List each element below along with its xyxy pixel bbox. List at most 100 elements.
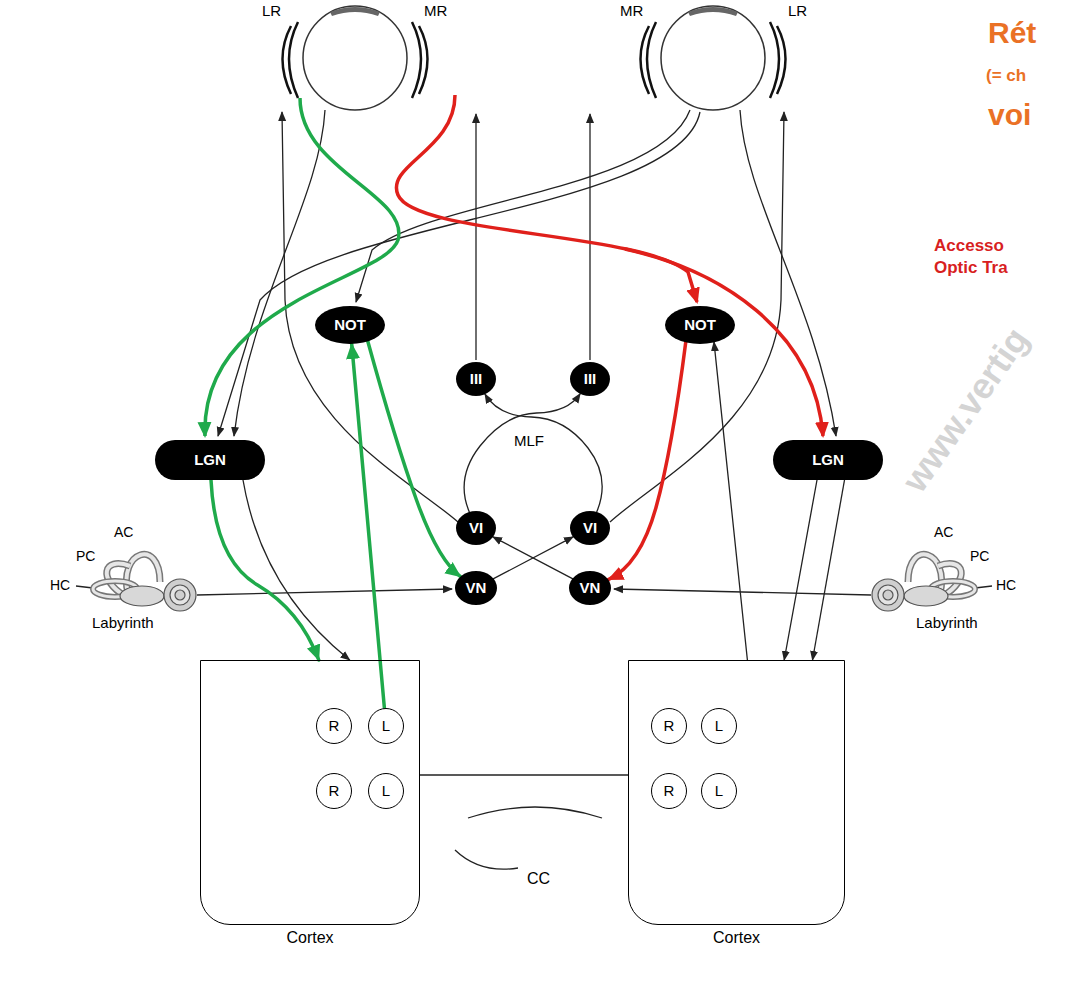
node-label: VN [580, 580, 601, 597]
abducens-fibre [282, 112, 458, 522]
node-label: III [470, 371, 483, 388]
node-label: R [329, 718, 340, 735]
labyrinth-drawing [872, 554, 975, 611]
nerve-fibres [76, 110, 992, 869]
cochlea [170, 585, 190, 605]
node-label: VN [466, 580, 487, 597]
nucleus-ellipse: NOT [315, 306, 385, 344]
subtitle-fragment: Accesso [934, 236, 1004, 256]
nucleus-ellipse: VI [570, 511, 610, 545]
canal-label: HC [50, 577, 70, 593]
pathway-arrow [813, 480, 845, 660]
red-optic-path [625, 249, 823, 436]
node-label: R [664, 783, 675, 800]
node-label: L [715, 783, 723, 800]
muscle-arc [647, 22, 656, 98]
eyeball [661, 6, 765, 110]
muscle-arc [641, 26, 650, 94]
eyeball [303, 6, 407, 110]
node-label: III [584, 371, 597, 388]
node-label: LGN [194, 452, 226, 469]
pathway-arrow [494, 537, 573, 579]
red-optic-path [396, 95, 697, 302]
pathway-arrow [243, 480, 350, 660]
nucleus-ellipse: III [570, 362, 610, 396]
muscle-label: MR [620, 2, 643, 19]
muscle-arc [283, 26, 292, 94]
node-label: L [382, 718, 390, 735]
pathway-arrow [464, 394, 580, 512]
node-label: L [382, 783, 390, 800]
muscle-arc [770, 22, 779, 98]
node-label: LGN [812, 452, 844, 469]
canal-label: PC [970, 548, 989, 564]
pathway-arrow [714, 342, 747, 660]
cortex-circle: R [651, 773, 687, 809]
pathway-arrow [352, 344, 385, 708]
vestibular-fibre [197, 589, 452, 595]
nucleus-pill: LGN [773, 440, 883, 480]
cochlea [164, 579, 196, 611]
nucleus-ellipse: VN [569, 571, 611, 605]
nucleus-ellipse: VN [455, 571, 497, 605]
oculomotor-fibre [475, 114, 476, 360]
cortex-label: Cortex [201, 929, 419, 947]
subtitle-fragment: Optic Tra [934, 258, 1008, 278]
eye-muscles [283, 22, 786, 98]
nucleus-ellipse: VI [456, 511, 496, 545]
nucleus-ellipse: III [456, 362, 496, 396]
node-label: NOT [334, 317, 366, 334]
organ-label: Labyrinth [92, 614, 154, 631]
green-optic-path [205, 98, 399, 436]
pathway-arrow [784, 480, 817, 660]
callosum-arc [455, 850, 518, 869]
muscle-label: MR [424, 2, 447, 19]
title-fragment: voi [988, 98, 1031, 133]
commissure-label: CC [527, 870, 550, 888]
oculomotor-fibre [589, 114, 590, 360]
node-label: NOT [684, 317, 716, 334]
cortex-label: Cortex [629, 929, 844, 947]
cortex-circle: L [701, 708, 737, 744]
pathway-arrow [608, 340, 686, 579]
pathway-arrow [368, 340, 461, 576]
nucleus-ellipse: NOT [665, 306, 735, 344]
cortex-circle: R [651, 708, 687, 744]
callosum-arc [468, 807, 602, 818]
muscle-arc [412, 22, 421, 98]
canal-label: AC [114, 524, 133, 540]
cortex-box: CortexRLRL [628, 660, 845, 925]
node-label: R [329, 783, 340, 800]
muscle-label: LR [788, 2, 807, 19]
optic-fibre [740, 110, 836, 436]
canal-label: HC [996, 577, 1016, 593]
commissure-line [420, 774, 628, 775]
watermark: www.vertig [893, 320, 1036, 500]
pathway-arrow [211, 480, 319, 660]
cortex-circle: R [316, 708, 352, 744]
title-fragment: (= ch [986, 66, 1026, 86]
pathway-arrow [493, 537, 572, 579]
cornea [688, 7, 738, 16]
nucleus-pill: LGN [155, 440, 265, 480]
cortex-circle: R [316, 773, 352, 809]
canal-label: PC [76, 548, 95, 564]
node-label: R [664, 718, 675, 735]
cortex-circle: L [368, 773, 404, 809]
cortex-box: CortexRLRL [200, 660, 420, 925]
muscle-arc [419, 26, 428, 94]
canal-label: AC [934, 524, 953, 540]
vestibule [120, 586, 164, 606]
optic-fibre [234, 110, 325, 436]
abducens-fibre [610, 112, 784, 522]
organ-label: Labyrinth [916, 614, 978, 631]
cortex-circle: L [368, 708, 404, 744]
node-label: VI [583, 520, 597, 537]
muscle-arc [777, 26, 786, 94]
title-fragment: Rét [988, 16, 1036, 51]
tract-label: MLF [514, 432, 544, 449]
labyrinth-drawing [93, 554, 196, 611]
